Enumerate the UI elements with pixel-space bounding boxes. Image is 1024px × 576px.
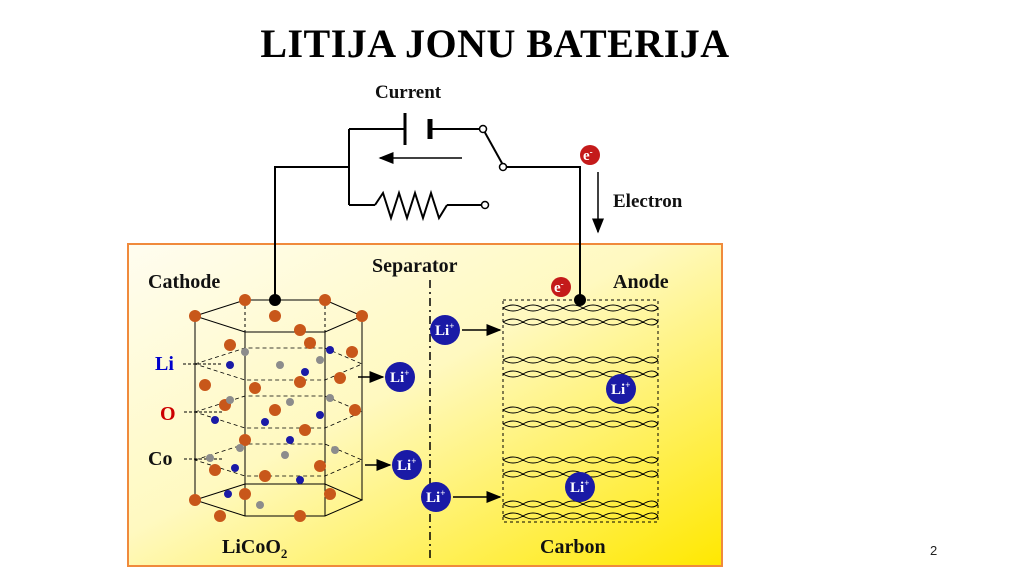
lithium-atoms: [211, 346, 334, 498]
oxygen-atoms: [189, 294, 368, 522]
cobalt-atoms: [206, 348, 339, 509]
external-circuit: [274, 128, 581, 300]
switch-contact-bottom: [498, 162, 508, 172]
li-ion: Li+: [385, 362, 415, 392]
cathode-terminal: [269, 294, 281, 306]
svg-text:Li+: Li+: [390, 368, 409, 386]
li-ion: Li+: [421, 482, 451, 512]
separator-label: Separator: [372, 255, 458, 277]
cathode-label: Cathode: [148, 271, 220, 293]
anode-graphite: e-: [502, 277, 659, 523]
graphite-sheet: [502, 304, 659, 312]
svg-text:Li+: Li+: [435, 321, 454, 339]
slide-number: 2: [930, 543, 938, 558]
ion-migration-arrows: [358, 324, 502, 503]
anode-material-label: Carbon: [540, 536, 606, 558]
graphite-sheet: [502, 512, 659, 520]
graphite-sheet: [502, 500, 659, 508]
anode-terminal: [574, 294, 586, 306]
cathode-material-label: LiCoO2: [222, 536, 287, 561]
graphite-sheet: [502, 318, 659, 326]
li-ion: Li+: [565, 472, 595, 502]
graphite-sheet: [502, 406, 659, 414]
graphite-sheet: [502, 370, 659, 378]
electron-label: Electron: [613, 191, 683, 212]
cathode-crystal: [189, 294, 368, 522]
li-ion: Li+: [606, 374, 636, 404]
resistor-contact: [480, 200, 490, 210]
svg-text:Li+: Li+: [426, 488, 445, 506]
legend-li-label: Li: [155, 353, 174, 375]
li-ion: Li+: [392, 450, 422, 480]
svg-text:Li+: Li+: [611, 380, 630, 398]
current-label: Current: [375, 82, 442, 103]
legend-co-label: Co: [148, 448, 172, 470]
graphite-sheet: [502, 356, 659, 364]
svg-text:Li+: Li+: [570, 478, 589, 496]
li-ion: Li+: [430, 315, 460, 345]
legend-o-label: O: [160, 403, 176, 425]
svg-text:Li+: Li+: [397, 456, 416, 474]
graphite-sheet: [502, 420, 659, 428]
battery-symbol: [403, 113, 433, 145]
electron-marker-top: e-: [580, 145, 600, 165]
svg-text:e-: e-: [583, 147, 593, 164]
page-title: LITIJA JONU BATERIJA: [260, 21, 730, 66]
anode-label: Anode: [613, 271, 669, 293]
svg-text:e-: e-: [554, 279, 564, 296]
electron-marker-anode: e-: [551, 277, 571, 297]
graphite-sheet: [502, 456, 659, 464]
switch-contact-top: [478, 124, 488, 134]
